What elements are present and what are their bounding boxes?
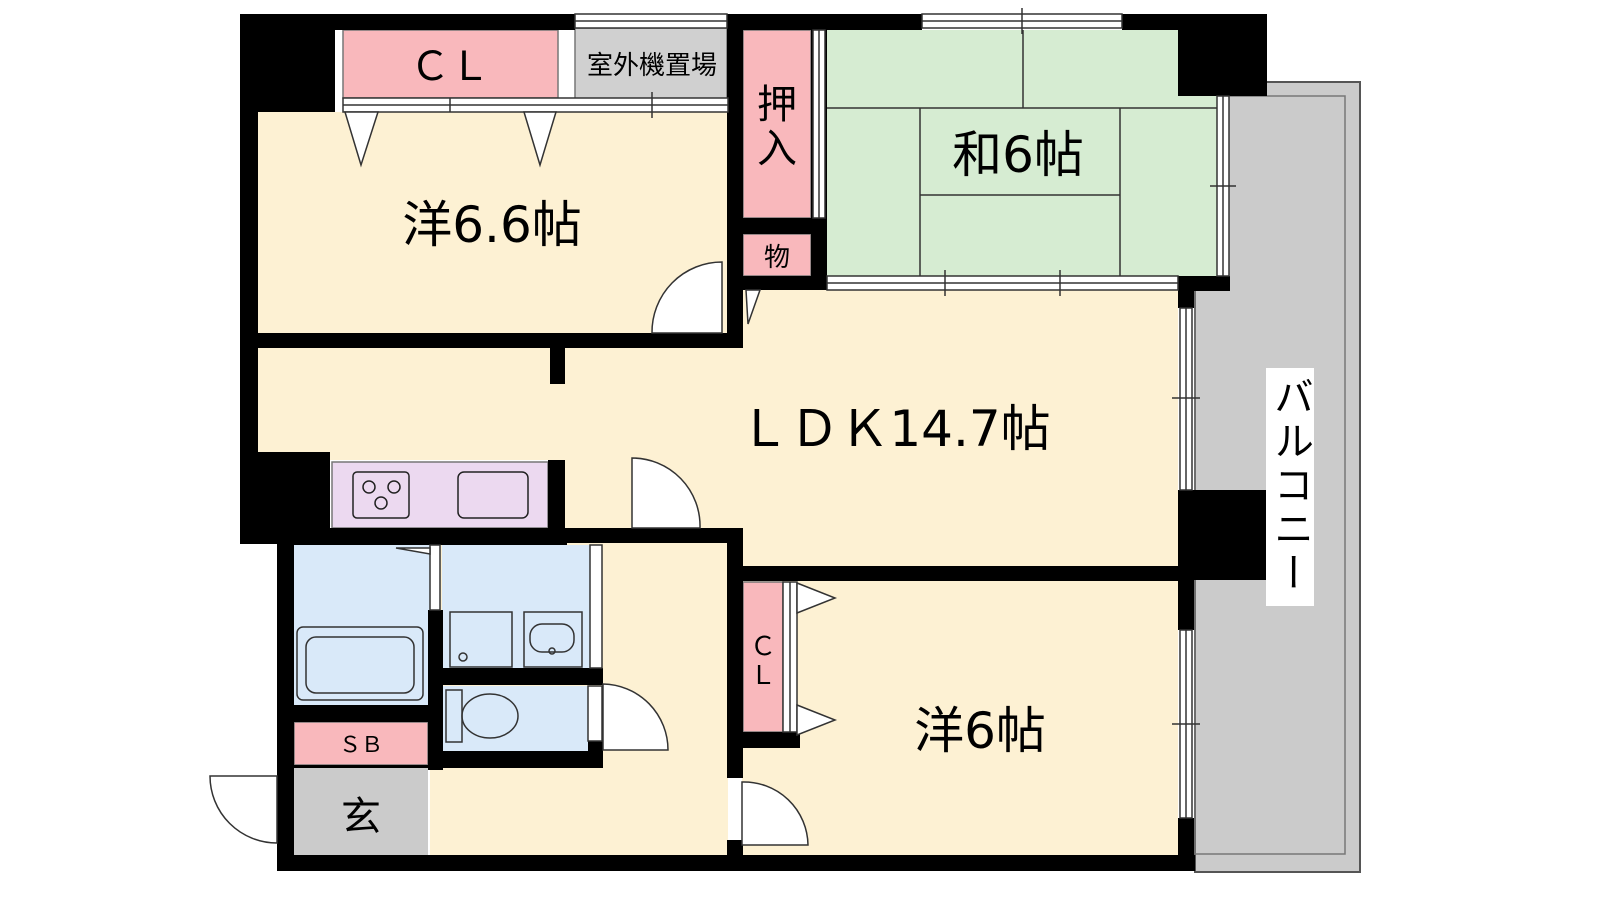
western-room-a-floor [258,112,728,334]
japanese-room-label: 和6帖 [952,126,1084,184]
bathtub [296,626,424,701]
doors [209,111,838,846]
toilet-floor [442,686,588,751]
storage-label: 物 [764,243,790,273]
outdoor-unit-area [574,27,728,101]
entrance-floor [294,767,428,855]
outdoor-unit-label: 室外機置場 [587,51,717,81]
ldk-label: ＬＤＫ14.7帖 [739,400,1050,458]
toilet-bowl [461,693,519,739]
shoe-box [293,721,429,766]
windows [342,8,1236,819]
washroom-floor [442,545,592,670]
stove [352,471,410,519]
shoe-box-label: ＳＢ [339,733,383,758]
closet-top-label: ＣＬ [410,44,490,90]
japanese-room-floor [827,30,1217,276]
ldk-floor [258,290,1178,566]
closet-side-label-1: Ｃ [750,632,776,662]
wash-basin [523,611,583,668]
walls [240,14,1267,871]
sink [457,471,529,519]
balcony-label: バルコニー [1267,376,1313,596]
western-room-a-label: 洋6.6帖 [402,196,582,254]
oshiire-label-2: 入 [757,126,797,172]
closet-side-label-2: Ｌ [750,661,776,691]
oshiire-label-1: 押 [757,82,797,128]
entrance-label: 玄 [341,794,381,840]
western-room-b-label: 洋6帖 [914,702,1046,760]
washing-machine [449,611,513,668]
